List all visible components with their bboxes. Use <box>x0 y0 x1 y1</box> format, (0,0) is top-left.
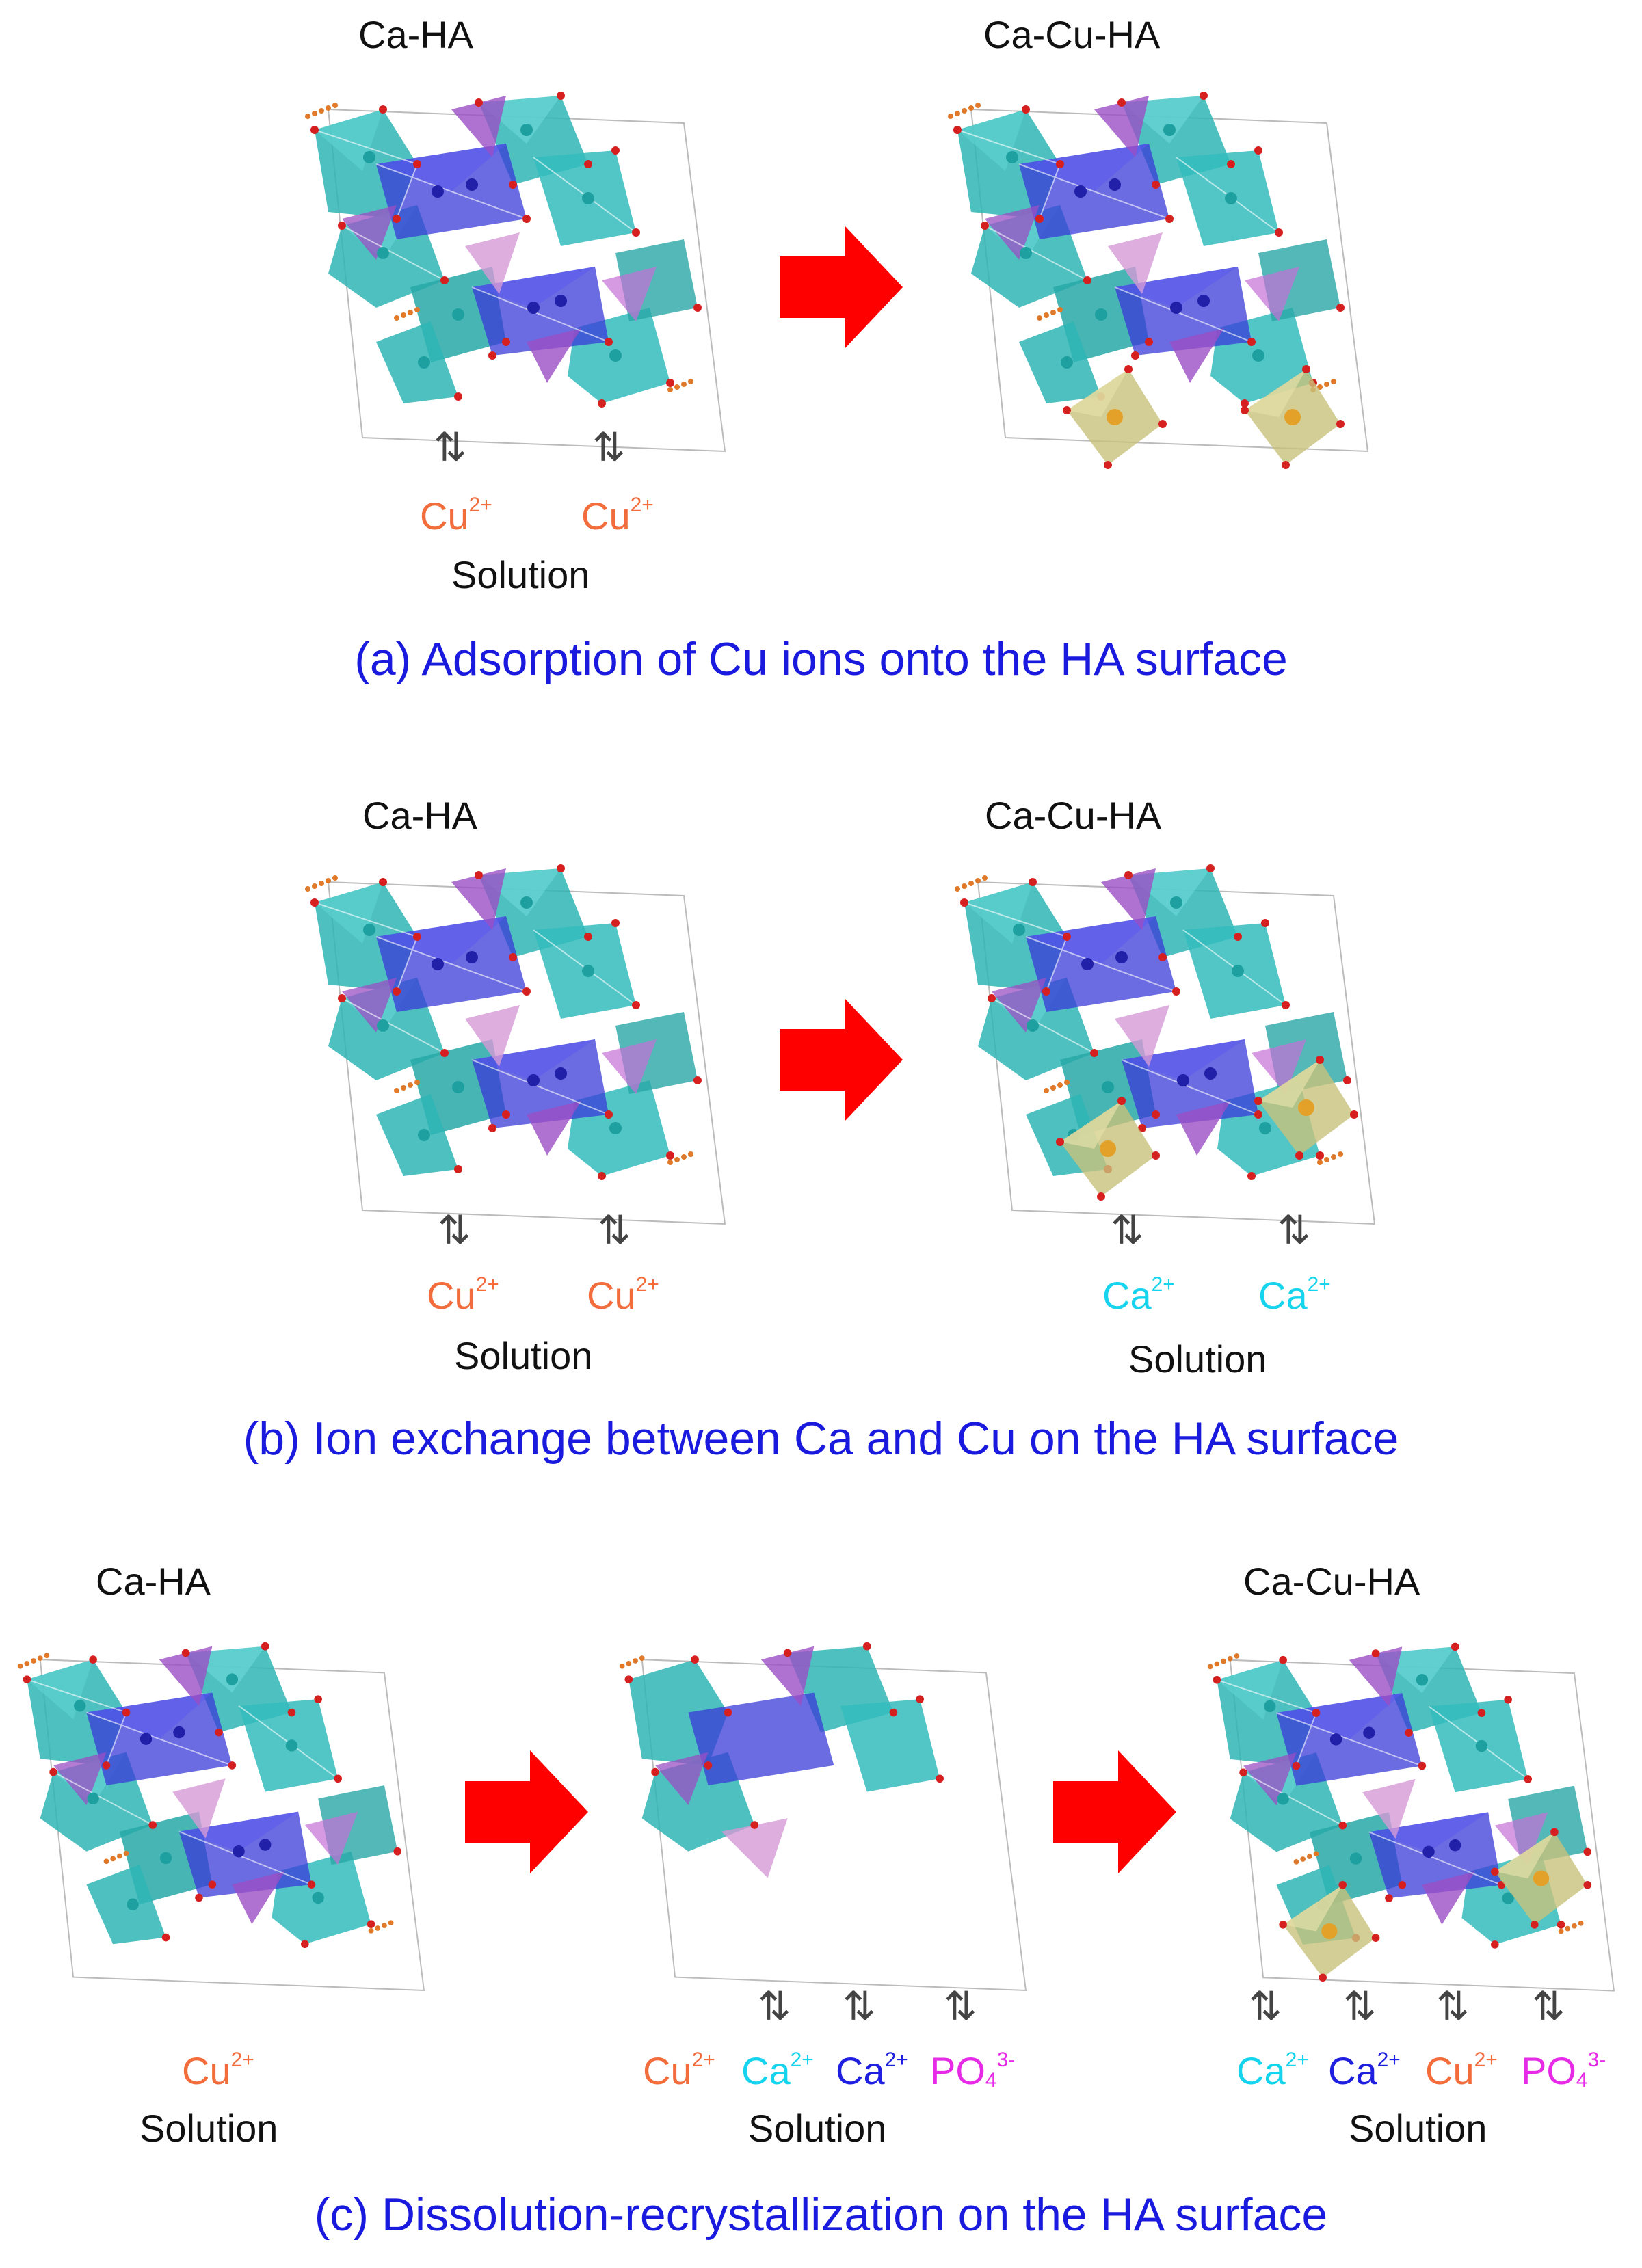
panel-c-middle-equilibrium-3: ⇅ <box>944 1983 977 2029</box>
panel-c-left-title: Ca-HA <box>96 1560 211 1603</box>
panel-a-ca-cu-ha-structure <box>947 91 1368 469</box>
panel-a-left-title: Ca-HA <box>358 13 474 56</box>
panel-a-ca-ha-structure <box>304 91 726 452</box>
panel-a-solution-label: Solution <box>451 553 590 596</box>
panel-b-ca-ion-2: Ca2+ <box>1258 1273 1331 1317</box>
panel-c-left-cu-ion: Cu2+ <box>182 2049 254 2092</box>
panel-b-cu-ion-2: Cu2+ <box>587 1273 659 1317</box>
panel-c-right-equilibrium-1: ⇅ <box>1249 1983 1282 2029</box>
panel-b-right-solution-label: Solution <box>1128 1337 1267 1380</box>
panel-c-right-phosphate-ion: PO43- <box>1521 2049 1606 2092</box>
panel-c-left-solution-label: Solution <box>140 2107 278 2150</box>
panel-c-ca-ha-structure <box>16 1641 425 1991</box>
panel-a-transform-arrow <box>780 226 903 349</box>
panel-c-right-solution-label: Solution <box>1349 2107 1487 2150</box>
panel-c-right-ca-ion-cyan: Ca2+ <box>1236 2049 1309 2092</box>
panel-c-transform-arrow-2 <box>1053 1750 1176 1873</box>
panel-b-transform-arrow <box>780 998 903 1121</box>
panel-c-middle-ca-ion-cyan: Ca2+ <box>741 2049 814 2092</box>
panel-b-equilibrium-arrow-3: ⇅ <box>1111 1207 1144 1253</box>
panel-c-middle-ca-ion-blue: Ca2+ <box>836 2049 908 2092</box>
panel-c-transform-arrow-1 <box>465 1750 588 1873</box>
panel-a-right-title: Ca-Cu-HA <box>983 13 1161 56</box>
panel-c-dissolved-structure <box>619 1642 1027 1991</box>
panel-c-middle-phosphate-ion: PO43- <box>930 2049 1016 2092</box>
panel-c-middle-solution-label: Solution <box>748 2107 887 2150</box>
panel-b-ca-cu-ha-structure <box>954 864 1375 1225</box>
panel-c-middle-equilibrium-1: ⇅ <box>758 1983 791 2029</box>
panel-b-caption: (b) Ion exchange between Ca and Cu on th… <box>243 1413 1399 1465</box>
panel-a-caption: (a) Adsorption of Cu ions onto the HA su… <box>354 633 1288 685</box>
panel-b-equilibrium-arrow-1: ⇅ <box>438 1207 471 1253</box>
panel-b-right-title: Ca-Cu-HA <box>985 794 1162 837</box>
panel-b-equilibrium-arrow-2: ⇅ <box>598 1207 631 1253</box>
panel-c-middle-cu-ion: Cu2+ <box>643 2049 715 2092</box>
panel-a-equilibrium-arrow-2: ⇅ <box>592 424 626 470</box>
panel-b-left-solution-label: Solution <box>454 1334 593 1377</box>
panel-c-right-equilibrium-3: ⇅ <box>1436 1983 1470 2029</box>
panel-c-middle-equilibrium-2: ⇅ <box>843 1983 876 2029</box>
panel-c-right-equilibrium-2: ⇅ <box>1343 1983 1377 2029</box>
panel-a-cu-ion-1: Cu2+ <box>420 494 492 537</box>
panel-b-equilibrium-arrow-4: ⇅ <box>1277 1207 1311 1253</box>
panel-c-right-ca-ion-blue: Ca2+ <box>1328 2049 1401 2092</box>
panel-c-right-title: Ca-Cu-HA <box>1243 1560 1420 1603</box>
panel-c-right-cu-ion: Cu2+ <box>1425 2049 1498 2092</box>
panel-c-right-equilibrium-4: ⇅ <box>1532 1983 1565 2029</box>
panel-b-cu-ion-1: Cu2+ <box>427 1273 499 1317</box>
panel-c-caption: (c) Dissolution-recrystallization on the… <box>314 2189 1328 2241</box>
panel-b-left-title: Ca-HA <box>362 794 478 837</box>
panel-b-ca-ion-1: Ca2+ <box>1102 1273 1175 1317</box>
panel-a-equilibrium-arrow-1: ⇅ <box>434 424 467 470</box>
panel-b-ca-ha-structure <box>304 864 726 1225</box>
panel-c-ca-cu-ha-structure <box>1206 1642 1615 1992</box>
panel-a-cu-ion-2: Cu2+ <box>581 494 654 537</box>
